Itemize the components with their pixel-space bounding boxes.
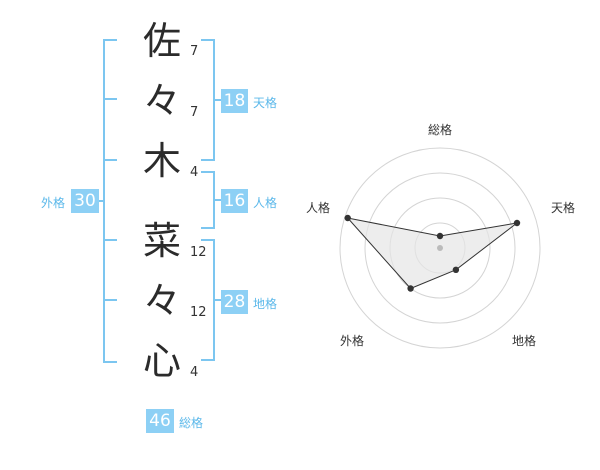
jinkaku-label: 人格 xyxy=(253,196,278,210)
name-char-2: 々 xyxy=(142,79,181,123)
gaikaku-label: 外格 xyxy=(41,196,66,210)
radar-point-1 xyxy=(436,232,444,240)
stroke-count-6: 4 xyxy=(190,365,199,380)
radar-shape xyxy=(346,217,518,290)
name-char-6: 心 xyxy=(142,339,181,383)
tenkaku-badge: 18 xyxy=(221,89,248,113)
stroke-count-3: 4 xyxy=(190,165,199,180)
name-char-1: 佐 xyxy=(142,19,181,63)
radar-point-2 xyxy=(513,219,521,227)
radar-point-4 xyxy=(407,285,414,292)
chikaku-badge: 28 xyxy=(221,290,248,314)
name-char-5: 々 xyxy=(142,279,181,323)
radar-ring xyxy=(339,147,541,349)
axis-label-gaikaku: 外格 xyxy=(340,333,364,348)
stroke-count-4: 12 xyxy=(190,245,207,260)
soukaku-badge: 46 xyxy=(146,409,174,433)
radar-point-3 xyxy=(452,266,460,273)
radar-center xyxy=(437,245,443,251)
gaikaku-badge: 30 xyxy=(71,189,99,213)
radar-point-5 xyxy=(344,214,351,222)
stroke-count-2: 7 xyxy=(190,105,199,120)
stroke-count-5: 12 xyxy=(190,305,207,320)
stroke-count-1: 7 xyxy=(190,44,199,59)
axis-label-chikaku: 地格 xyxy=(512,333,536,348)
chikaku-label: 地格 xyxy=(253,297,278,311)
radar-ring xyxy=(364,172,516,324)
soukaku-label: 総格 xyxy=(179,416,204,430)
axis-label-soukaku: 総格 xyxy=(428,122,452,137)
axis-label-tenkaku: 天格 xyxy=(551,200,575,215)
radar-points xyxy=(344,214,521,292)
tenkaku-label: 天格 xyxy=(253,96,278,110)
name-char-3: 木 xyxy=(142,139,181,183)
name-char-4: 菜 xyxy=(142,219,181,263)
axis-label-jinkaku: 人格 xyxy=(306,200,330,215)
jinkaku-badge: 16 xyxy=(221,189,248,213)
